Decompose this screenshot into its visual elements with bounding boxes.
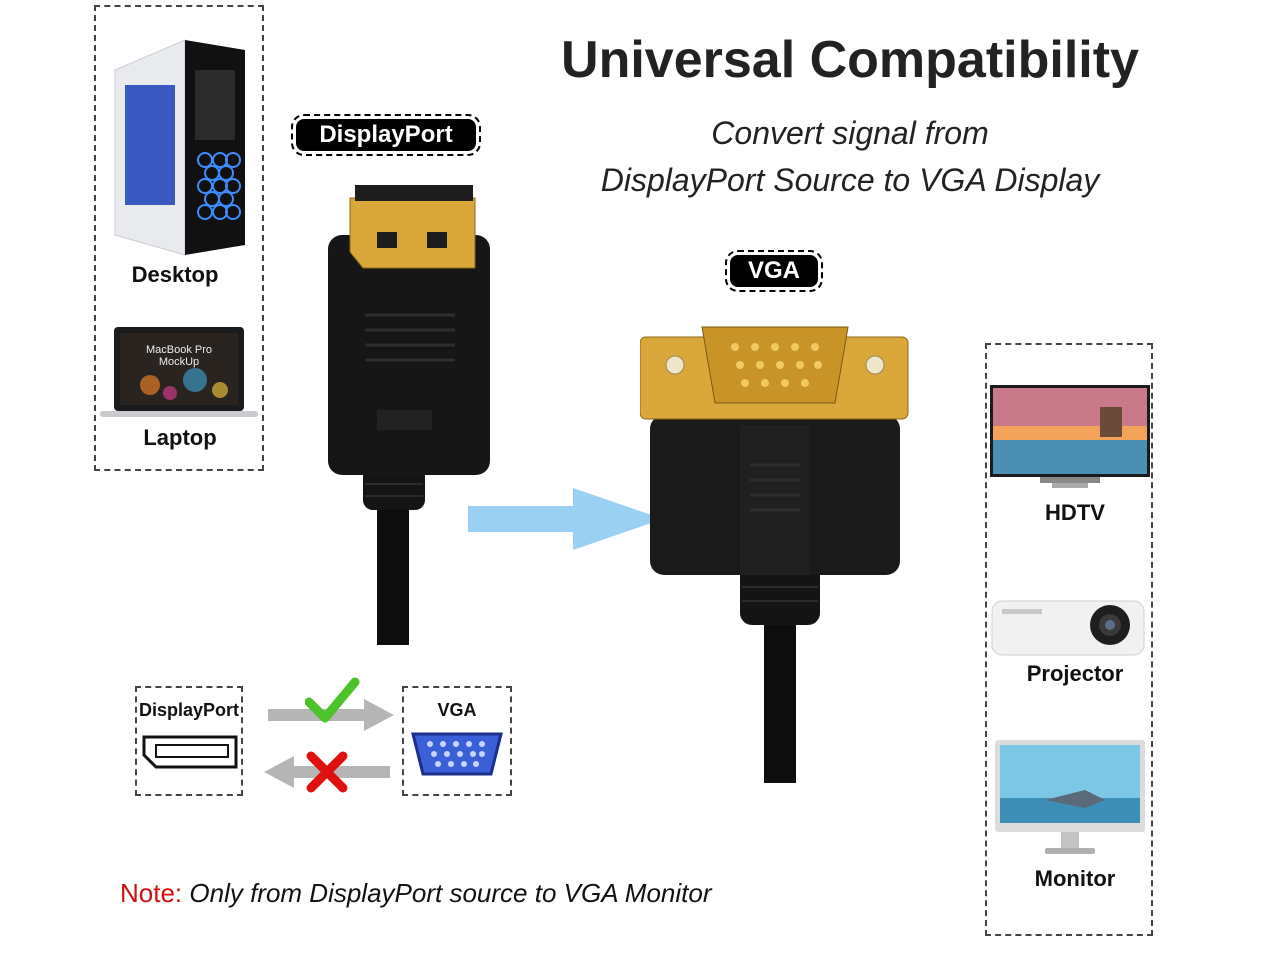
vga-port-box [402,686,512,796]
projector-label: Projector [1026,661,1124,686]
laptop-label: Laptop [143,425,217,450]
projector-icon [991,600,1145,656]
displayport-connector-image [328,185,490,645]
desktop-tower-icon [114,39,245,256]
vga-connector-image [640,326,909,783]
source-devices-panel [94,5,264,471]
desktop-label: Desktop [131,262,219,287]
svg-text:MacBook Pro: MacBook Pro [146,344,212,356]
note-prefix: Note: [120,878,183,908]
compatibility-note: Note: Only from DisplayPort source to VG… [120,878,712,909]
displayport-port-box [135,686,243,796]
displayport-port-icon [142,735,238,769]
check-icon [305,677,360,723]
vga-port-icon [411,732,503,776]
tv-icon [990,385,1150,488]
vga-port-label: VGA [437,700,477,720]
signal-direction-arrow [468,488,663,550]
page-title: Universal Compatibility [561,31,1139,89]
subtitle-line-1: Convert signal from [711,115,989,151]
laptop-icon: MacBook Pro MockUp [100,327,258,417]
monitor-icon [995,740,1145,854]
cross-icon [306,751,348,793]
subtitle-line-2: DisplayPort Source to VGA Display [600,162,1100,198]
target-devices-panel [985,343,1153,936]
hdtv-label: HDTV [1045,500,1105,525]
monitor-label: Monitor [1034,866,1116,891]
vga-badge: VGA [725,250,823,292]
displayport-badge: DisplayPort [291,114,481,156]
note-text: Only from DisplayPort source to VGA Moni… [189,878,712,908]
displayport-port-label: DisplayPort [138,700,240,720]
svg-text:MockUp: MockUp [159,356,199,368]
